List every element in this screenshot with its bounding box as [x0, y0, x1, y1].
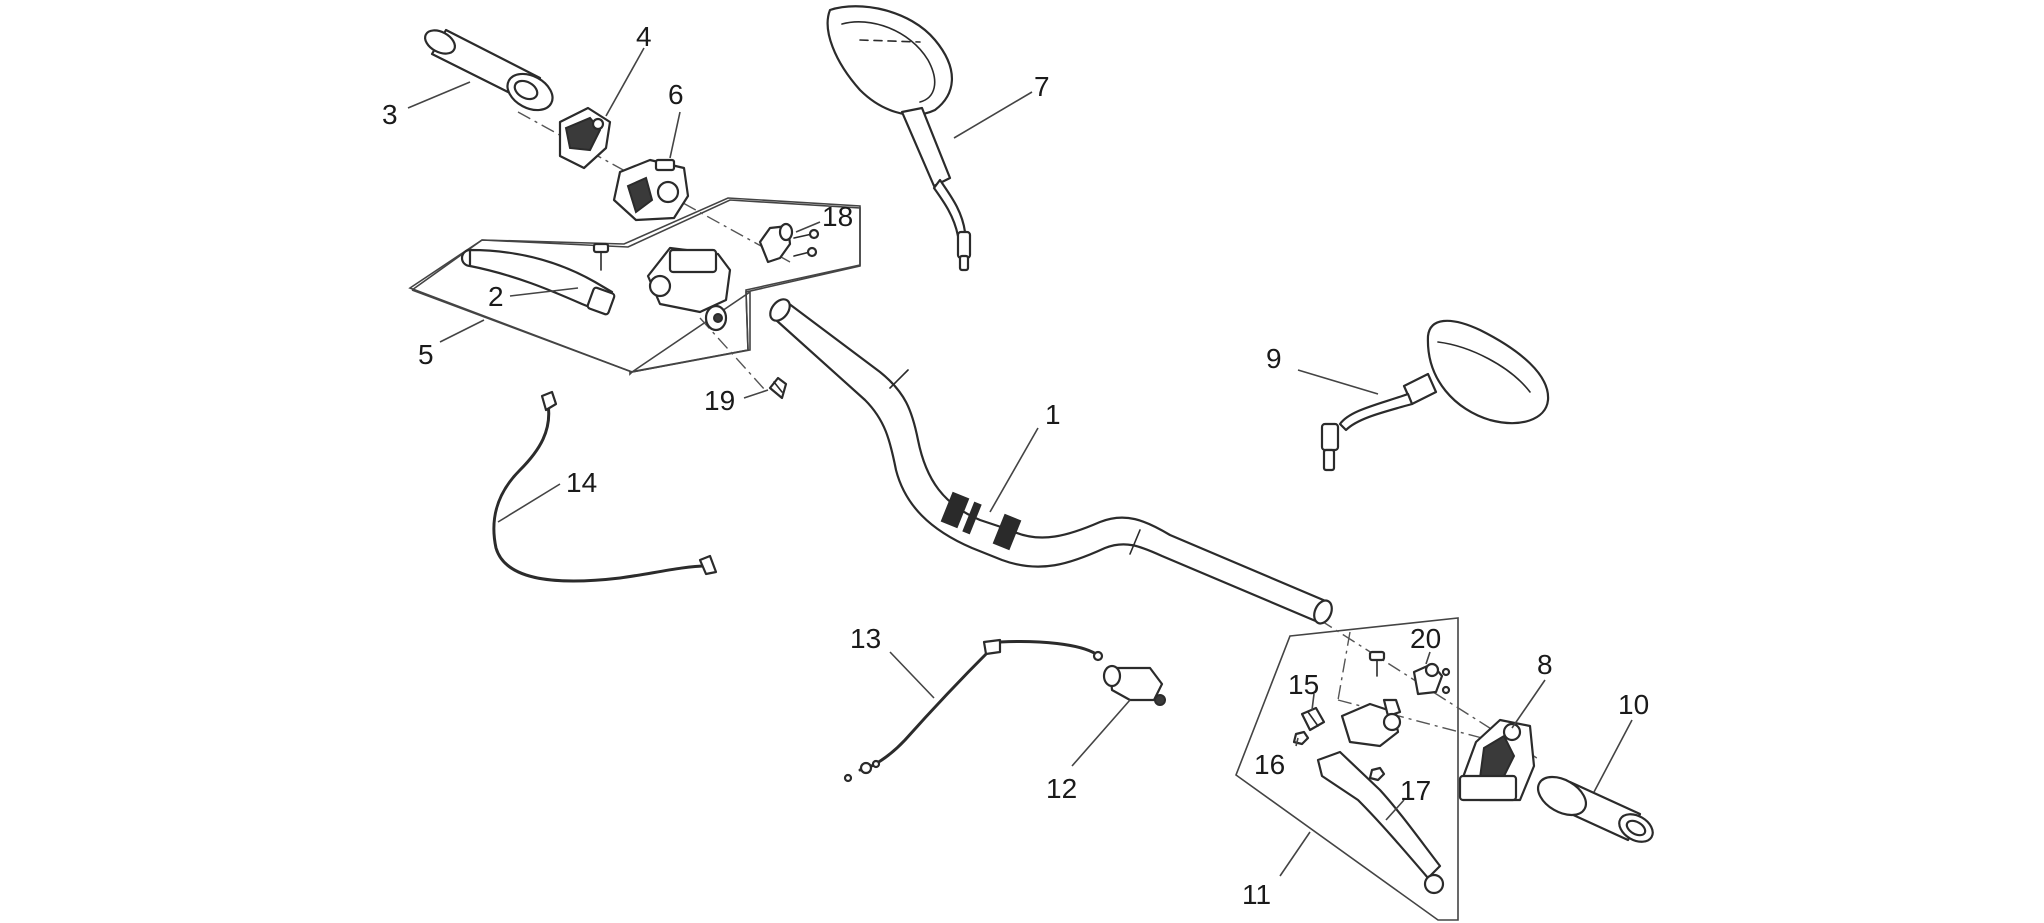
callout-11: 11: [1242, 879, 1271, 910]
callout-8: 8: [1537, 649, 1553, 680]
right-lever-bracket: [1340, 698, 1402, 748]
right-mirror: [1320, 319, 1550, 472]
throttle-cable: [843, 638, 1104, 783]
callout-5: 5: [418, 339, 434, 370]
right-lever-assembly-frame: [1235, 617, 1459, 921]
brake-lever-left: [460, 248, 616, 316]
right-screw: [1368, 650, 1386, 677]
leader-18: [795, 221, 821, 233]
leader-5: [439, 319, 485, 343]
left-mirror: [826, 5, 972, 272]
left-lever-assembly-frame: [408, 199, 861, 376]
leader-2: [509, 287, 579, 297]
left-master-cylinder: [646, 246, 732, 332]
brake-light-switch-left: [768, 376, 788, 400]
callout-13: 13: [850, 623, 881, 654]
callout-9: 9: [1266, 343, 1282, 374]
right-axis-vertical: [1337, 631, 1351, 701]
handlebar-part: [769, 298, 1333, 625]
callout-16: 16: [1254, 749, 1285, 780]
leader-14: [497, 483, 561, 523]
callout-7: 7: [1034, 71, 1050, 102]
callout-10: 10: [1618, 689, 1649, 720]
leader-11: [1279, 831, 1311, 877]
leader-15: [1311, 693, 1315, 711]
leader-8: [1511, 679, 1546, 729]
callout-14: 14: [566, 467, 597, 498]
callout-12: 12: [1046, 773, 1077, 804]
leader-13: [889, 651, 935, 699]
callout-18: 18: [822, 201, 853, 232]
clutch-lever-right: [1316, 750, 1445, 895]
left-axis-vertical: [699, 317, 766, 391]
left-grip: [424, 28, 554, 112]
lever-pivot-bolt: [1292, 730, 1310, 746]
lever-nut: [1368, 766, 1386, 782]
left-switch-block: [612, 158, 690, 222]
callout-4: 4: [636, 21, 652, 52]
leader-12: [1071, 699, 1131, 767]
right-mirror-clamp: [1412, 662, 1451, 696]
throttle-housing: [558, 106, 612, 170]
left-lever-frame-outline: [411, 197, 861, 373]
leader-17: [1385, 799, 1405, 821]
leader-9: [1297, 369, 1379, 395]
right-grip: [1537, 775, 1654, 843]
callout-19: 19: [704, 385, 735, 416]
leader-1: [989, 427, 1039, 513]
callout-15: 15: [1288, 669, 1319, 700]
leader-10: [1593, 719, 1633, 793]
cable-adjuster: [1102, 664, 1166, 706]
leader-4: [605, 47, 645, 117]
leader-19: [743, 389, 769, 399]
brake-light-switch-right: [1300, 706, 1326, 732]
mirror-clamp-left: [758, 222, 820, 264]
leader-3: [407, 81, 471, 109]
callout-20: 20: [1410, 623, 1441, 654]
left-screw: [592, 242, 610, 271]
callout-2: 2: [488, 281, 504, 312]
callout-1: 1: [1045, 399, 1061, 430]
leader-16: [1295, 737, 1299, 747]
leader-6: [669, 111, 681, 159]
callout-3: 3: [382, 99, 398, 130]
clutch-cable: [492, 390, 718, 583]
callout-6: 6: [668, 79, 684, 110]
callout-17: 17: [1400, 775, 1431, 806]
leader-7: [953, 91, 1033, 139]
right-switch-block: [1458, 718, 1536, 802]
leader-20: [1425, 651, 1431, 665]
